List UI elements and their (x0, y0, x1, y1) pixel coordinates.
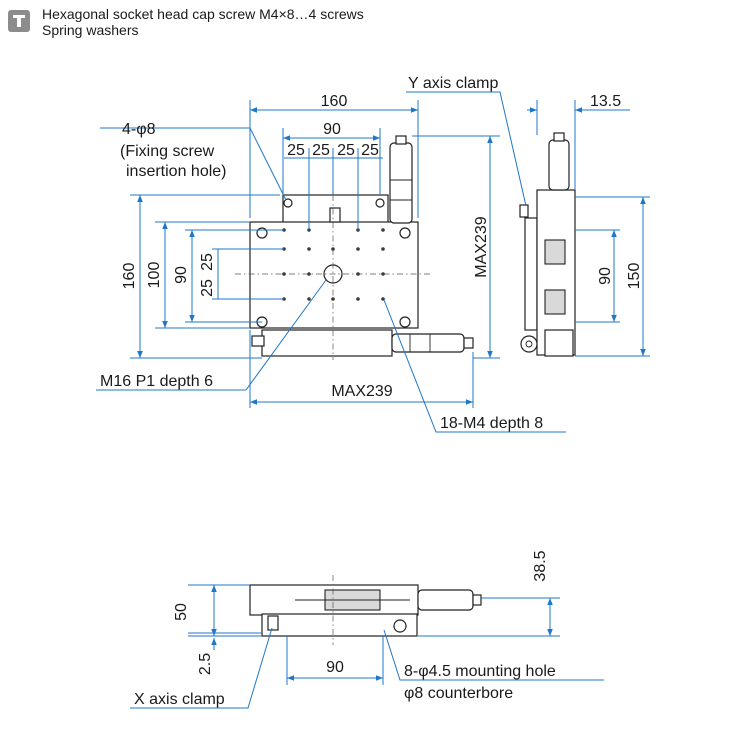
side-micrometer (548, 139, 570, 191)
dim-25-a: 25 (287, 142, 305, 159)
side-knob (520, 335, 538, 353)
side-view: 13.5 90 150 Y axis clamp (406, 75, 650, 357)
top-view: 160 90 25 25 25 25 160 100 90 25 2 (96, 93, 566, 433)
dim-160-top: 160 (321, 93, 348, 110)
dim-150-side: 150 (626, 263, 643, 290)
dim-90-front: 90 (326, 659, 344, 676)
fixing-hole (399, 316, 411, 328)
front-view: 50 2.5 38.5 90 8-φ4.5 mounting hole φ8 c… (130, 550, 604, 709)
dim-50: 50 (173, 603, 190, 621)
dim-100-left: 100 (146, 262, 163, 289)
dim-90-top: 90 (323, 121, 341, 138)
side-guide (544, 289, 566, 315)
dim-25-b: 25 (312, 142, 330, 159)
front-micrometer (417, 589, 474, 611)
x-clamp-knob (251, 335, 265, 347)
x-micrometer (391, 333, 465, 353)
label-4-phi8: 4-φ8 (122, 121, 156, 138)
dim-25-left-a: 25 (199, 253, 216, 271)
side-guide (544, 239, 566, 265)
side-micrometer-cap (553, 132, 565, 142)
label-y-clamp: Y axis clamp (408, 75, 499, 92)
dim-90-side: 90 (597, 267, 614, 285)
front-clamp (267, 615, 279, 631)
dim-max239-vertical: MAX239 (473, 216, 490, 277)
dim-25-c: 25 (337, 142, 355, 159)
dim-90-left: 90 (173, 266, 190, 284)
fixing-hole (399, 227, 411, 239)
label-m4: 18-M4 depth 8 (440, 415, 543, 432)
side-lower-block (524, 217, 538, 331)
front-lower (261, 613, 418, 637)
dim-25-left-b: 25 (199, 279, 216, 297)
x-slide (261, 329, 393, 357)
label-mount-2: φ8 counterbore (404, 685, 513, 702)
header-line-1: Hexagonal socket head cap screw M4×8…4 s… (42, 6, 364, 22)
dim-13-5: 13.5 (590, 93, 621, 110)
side-clamp (519, 204, 529, 218)
dim-38-5: 38.5 (532, 550, 549, 581)
dim-160-left: 160 (121, 263, 138, 290)
label-m16: M16 P1 depth 6 (100, 373, 213, 390)
dim-2-5: 2.5 (197, 653, 214, 675)
fixing-hole (375, 198, 385, 208)
header-icon (8, 10, 30, 32)
dim-25-d: 25 (361, 142, 379, 159)
label-mount-1: 8-φ4.5 mounting hole (404, 663, 556, 680)
y-micrometer (389, 142, 413, 224)
m4-hole-grid (282, 228, 385, 301)
fixing-hole (283, 198, 293, 208)
label-fixing-2: insertion hole) (126, 163, 227, 180)
side-base (544, 329, 574, 357)
front-micrometer-cap (472, 594, 482, 606)
stage-clamp-block (329, 207, 341, 223)
front-knob (393, 619, 407, 633)
label-x-clamp: X axis clamp (134, 691, 225, 708)
x-micrometer-cap (463, 337, 474, 349)
t-icon (13, 15, 25, 27)
label-fixing-1: (Fixing screw (120, 143, 215, 160)
side-body (536, 189, 576, 356)
header-line-2: Spring washers (42, 22, 139, 38)
dim-max239-horizontal: MAX239 (331, 383, 392, 400)
y-micrometer-cap (395, 135, 407, 145)
